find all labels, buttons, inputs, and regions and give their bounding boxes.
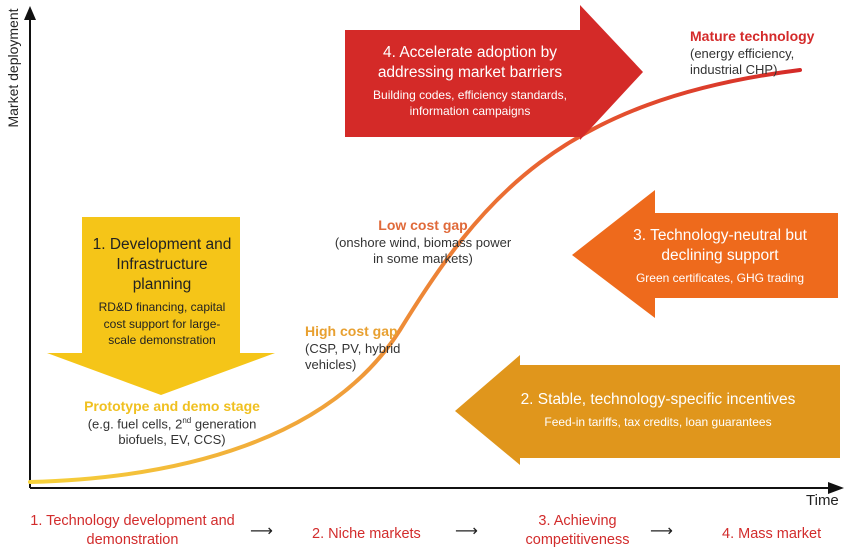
prototype-title: Prototype and demo stage: [84, 398, 260, 414]
mature-title: Mature technology: [690, 28, 815, 44]
phase-3: 3. Achieving competitiveness: [525, 513, 630, 548]
phase-separator-1: ⟶: [250, 523, 273, 540]
stable-incentives-subtitle: Feed-in tariffs, tax credits, loan guara…: [544, 415, 772, 430]
accelerate-subtitle: Building codes, efficiency standards, in…: [373, 88, 567, 119]
phase-separator-2: ⟶: [455, 523, 478, 540]
prototype-body-line2: biofuels, EV, CCS): [118, 432, 226, 448]
accelerate-arrow: [345, 5, 643, 140]
low-cost-gap-stage: Low cost gap (onshore wind, biomass powe…: [333, 217, 513, 267]
x-axis-label: Time: [806, 492, 839, 509]
neutral-support-subtitle: Green certificates, GHG trading: [635, 271, 805, 286]
accelerate-text: 4. Accelerate adoption by addressing mar…: [370, 43, 570, 120]
prototype-stage: Prototype and demo stage (e.g. fuel cell…: [52, 398, 292, 448]
mature-body: (energy efficiency, industrial CHP): [690, 45, 795, 77]
neutral-support-text: 3. Technology-neutral but declining supp…: [615, 226, 825, 286]
high-cost-body: (CSP, PV, hybrid vehicles): [305, 340, 401, 372]
development-subtitle: RD&D financing, capital cost support for…: [98, 300, 226, 347]
low-cost-body: (onshore wind, biomass power in some mar…: [334, 234, 512, 266]
development-arrow: [47, 217, 275, 395]
y-axis-arrowhead-icon: [24, 6, 36, 20]
x-axis-arrowhead-icon: [828, 482, 844, 494]
prototype-body: (e.g. fuel cells, 2nd generation biofuel…: [52, 416, 292, 449]
high-cost-gap-stage: High cost gap (CSP, PV, hybrid vehicles): [305, 323, 435, 373]
adoption-curve: [28, 68, 802, 484]
stable-incentives-title: 2. Stable, technology-specific incentive…: [520, 391, 796, 408]
development-arrow-text: 1. Development and Infrastructure planni…: [92, 235, 232, 348]
phase-2: 2. Niche markets: [312, 526, 421, 542]
stable-incentives-text: 2. Stable, technology-specific incentive…: [488, 390, 828, 430]
neutral-support-arrow: [572, 190, 838, 318]
prototype-body-sup: nd: [182, 415, 192, 425]
prototype-body-line1-end: generation: [191, 415, 257, 431]
phase-1: 1. Technology development and demonstrat…: [30, 513, 235, 548]
mature-technology-stage: Mature technology (energy efficiency, in…: [690, 28, 845, 78]
accelerate-title: 4. Accelerate adoption by addressing mar…: [377, 44, 563, 82]
neutral-support-title: 3. Technology-neutral but declining supp…: [633, 227, 807, 265]
prototype-body-line1: (e.g. fuel cells, 2: [87, 415, 183, 431]
high-cost-title: High cost gap: [305, 323, 398, 339]
phase-4: 4. Mass market: [722, 526, 822, 542]
phase-separator-3: ⟶: [650, 523, 673, 540]
stable-incentives-arrow: [455, 355, 840, 465]
low-cost-title: Low cost gap: [378, 217, 468, 233]
development-title: 1. Development and Infrastructure planni…: [92, 236, 232, 294]
y-axis-label: Market deployment: [5, 8, 21, 128]
